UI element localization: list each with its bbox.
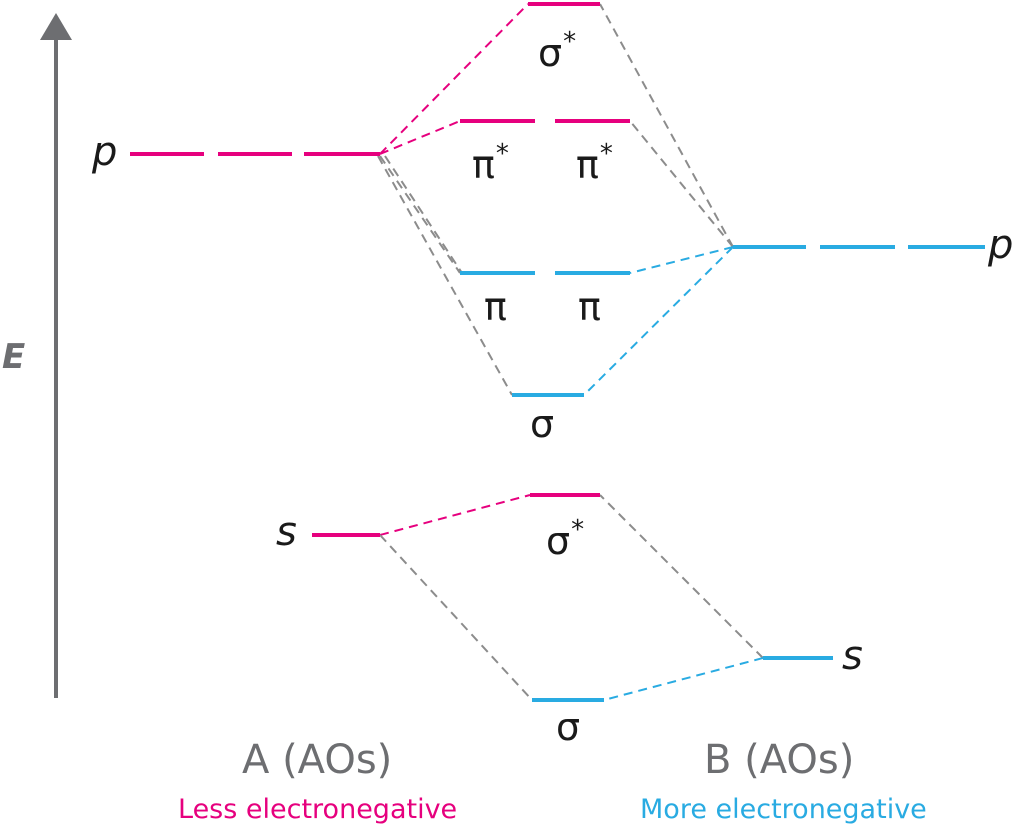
corr-b-s-to-sigma-star [599,494,764,659]
a-p-orbital-label: p [92,129,118,175]
corr-a-s-to-sigma-star [379,494,531,536]
atom-b-electronegativity: More electronegative [640,794,927,825]
pi-p-label-2: π [578,285,601,329]
corr-a-p-to-pi [379,155,461,274]
pi-star-p-label-2: π* [576,141,613,187]
sigma-p-label: σ [530,402,555,446]
sigma-star-s-symbol: σ [546,519,571,563]
energy-axis [40,13,72,698]
sigma-star-p-star: * [563,27,577,57]
energy-levels [130,2,985,702]
pi-star-p-label-1: π* [472,141,509,187]
sigma-star-s-label: σ* [546,517,584,563]
corr-a-s-to-sigma [379,534,533,701]
corr-b-s-to-sigma [603,657,764,701]
corr-b-p-to-pi [629,246,734,274]
corr-a-p-to-sigma-star [379,3,529,155]
sigma-star-s-star: * [571,515,585,545]
b-s-orbital-label: s [842,633,863,679]
sigma-star-p-label: σ* [538,29,576,75]
atom-b-label: B (AOs) [704,737,855,783]
pi-star-p-star-1: * [495,139,509,169]
pi-star-p-star-2: * [599,139,613,169]
atom-a-electronegativity: Less electronegative [178,794,458,825]
energy-axis-arrowhead-icon [40,13,72,40]
corr-b-p-to-sigma-star [599,3,734,248]
sigma-star-p-symbol: σ [538,31,563,75]
a-s-orbital-label: s [276,509,297,555]
pi-p-label-1: π [484,285,507,329]
corr-a-p-to-pi-star [379,120,461,155]
sigma-s-label: σ [556,705,581,749]
corr-a-p-to-pi-2 [384,155,463,274]
corr-a-p-to-sigma [377,155,513,396]
atom-a-label: A (AOs) [242,737,393,783]
corr-b-p-to-pi-star [629,120,734,248]
corr-b-p-to-sigma [583,246,734,396]
b-p-orbital-label: p [988,222,1014,268]
energy-axis-label: E [2,337,26,377]
correlation-lines [377,3,764,701]
pi-star-p-symbol-1: π [472,143,495,187]
pi-star-p-symbol-2: π [576,143,599,187]
